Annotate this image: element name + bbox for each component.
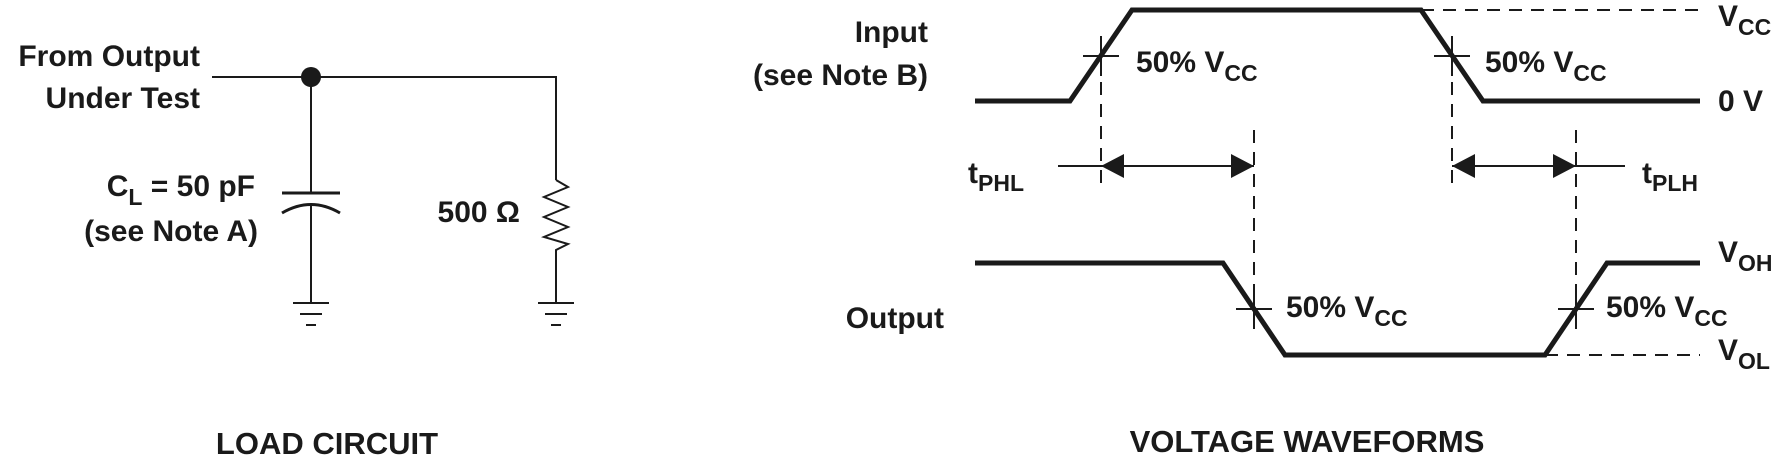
tphl-left-arrow — [1101, 154, 1124, 178]
capacitor-note: (see Note A) — [84, 215, 258, 248]
output-fall-50pct-tick — [1236, 289, 1272, 329]
tphl-right-arrow — [1231, 154, 1254, 178]
output-wire — [212, 76, 557, 180]
voh-label: VOH — [1718, 236, 1773, 276]
voltage-waveforms-title: VOLTAGE WAVEFORMS — [1130, 424, 1485, 456]
tphl-label: tPHL — [968, 157, 1024, 196]
voltage-waveforms: Input (see Note B) VCC 0 V 50% VCC 50% V… — [753, 0, 1773, 456]
input-label-line2: (see Note B) — [753, 59, 928, 92]
resistor-zigzag — [541, 179, 571, 303]
output-label: Output — [846, 302, 944, 335]
tplh-label: tPLH — [1642, 157, 1698, 196]
vol-label: VOL — [1718, 334, 1770, 374]
capacitor-label: CL = 50 pF — [107, 170, 255, 210]
output-fall-50pct-label: 50% VCC — [1286, 291, 1408, 331]
vcc-label: VCC — [1718, 0, 1771, 40]
output-waveform — [975, 260, 1700, 358]
input-waveform — [975, 7, 1700, 104]
output-rise-50pct-label: 50% VCC — [1606, 291, 1728, 331]
zero-v-label: 0 V — [1718, 85, 1763, 118]
capacitor-ground-icon — [293, 302, 329, 326]
output-rise-50pct-tick — [1558, 289, 1594, 329]
source-label-line1: From Output — [18, 40, 200, 73]
load-circuit: From Output Under Test CL = 50 pF (see N… — [18, 40, 574, 456]
source-label-line2: Under Test — [46, 82, 200, 115]
input-fall-50pct-label: 50% VCC — [1485, 46, 1607, 86]
resistor-ground-icon — [538, 302, 574, 326]
resistor-label: 500 Ω — [438, 196, 520, 229]
load-circuit-title: LOAD CIRCUIT — [216, 426, 438, 456]
capacitor-plate-bottom — [281, 203, 341, 215]
tplh-right-arrow — [1553, 154, 1576, 178]
input-rise-50pct-label: 50% VCC — [1136, 46, 1258, 86]
tplh-left-arrow — [1452, 154, 1475, 178]
input-label-line1: Input — [855, 16, 928, 49]
